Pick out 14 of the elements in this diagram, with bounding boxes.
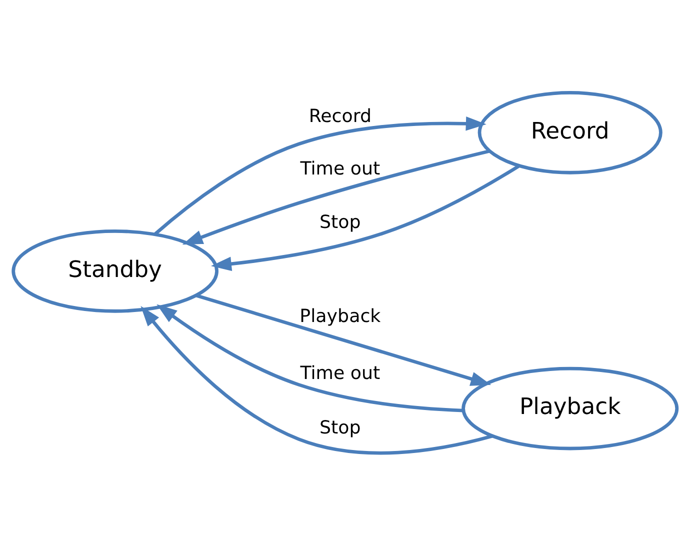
arrow	[196, 294, 492, 386]
arrow	[140, 306, 493, 455]
edge-label: Time out	[300, 362, 380, 384]
node-ellipse: Record	[478, 91, 662, 174]
edge-label: Playback	[300, 306, 381, 328]
node-ellipse: Playback	[462, 366, 679, 450]
edge-label: Stop	[320, 417, 361, 438]
arrow	[210, 164, 520, 271]
arrow	[156, 304, 464, 412]
arrow	[154, 116, 486, 236]
edge-label: Record	[308, 106, 372, 128]
arrow	[182, 149, 490, 245]
edge-label: Time out	[300, 158, 380, 180]
edge-label: Stop	[320, 212, 361, 233]
